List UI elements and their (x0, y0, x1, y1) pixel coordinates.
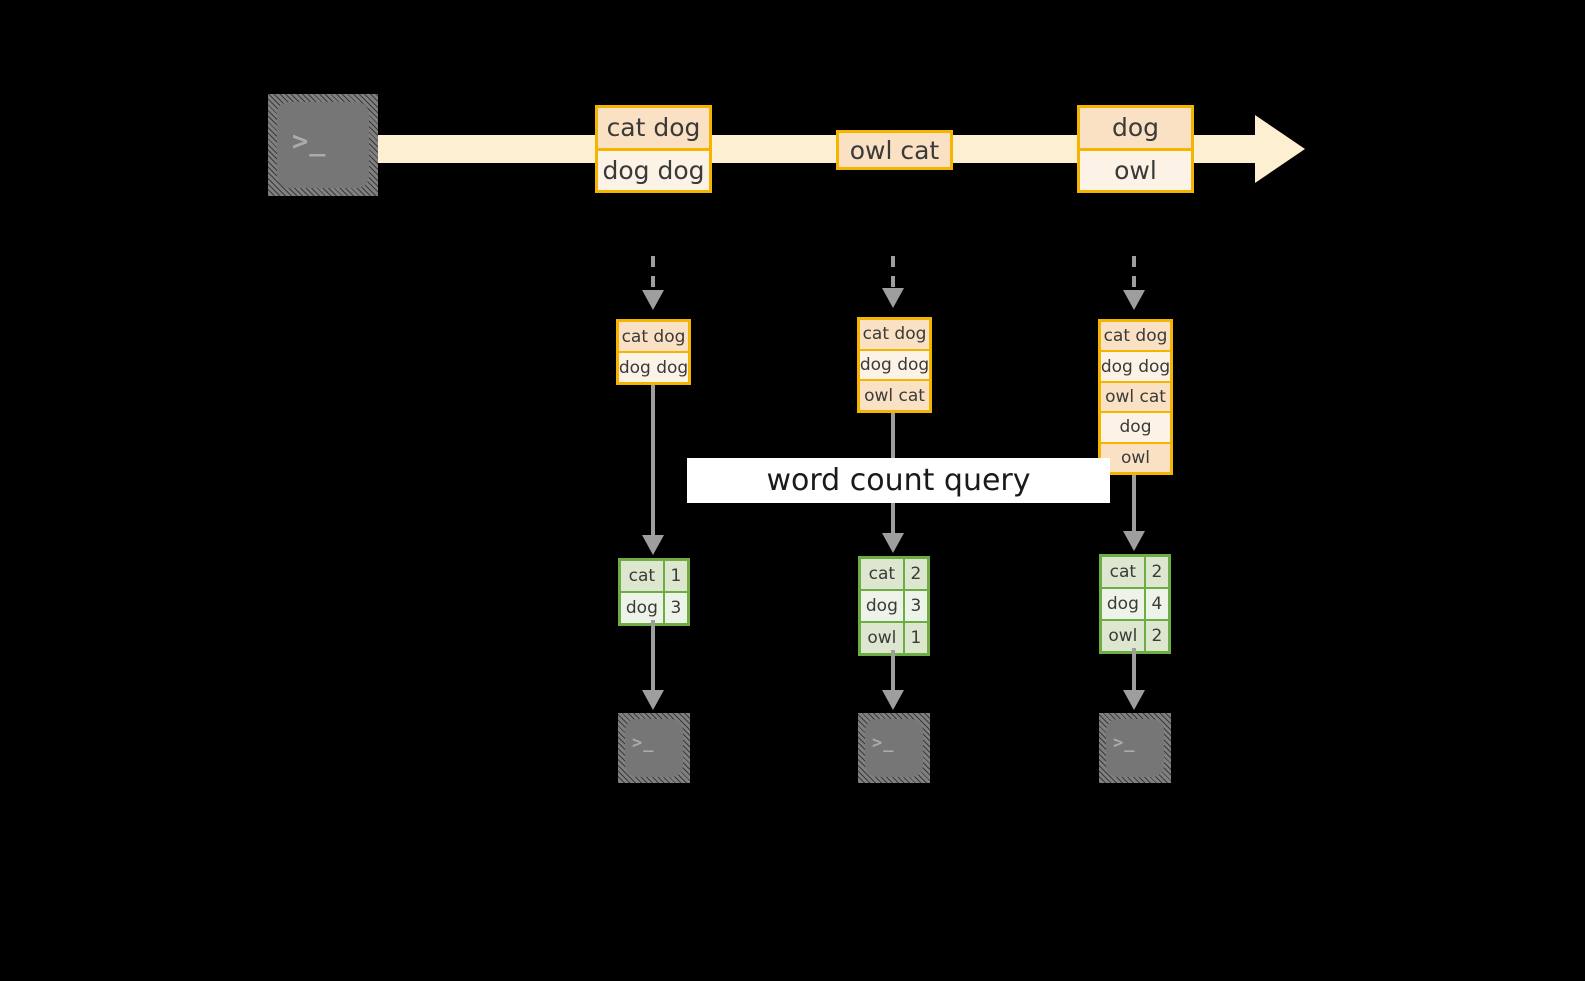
snapshot-1-tap-line (651, 256, 655, 292)
input-line: owl cat (1101, 382, 1170, 414)
table-row: owl 1 (861, 623, 927, 653)
input-line: cat dog (619, 322, 688, 353)
snapshot-2-sink-line (891, 650, 895, 693)
snapshot-3-tap-line (1132, 256, 1136, 292)
stream-record-group-1[interactable]: cat dog dog dog (595, 105, 712, 193)
input-line: owl cat (860, 381, 929, 411)
table-row: cat 1 (621, 561, 687, 593)
input-line: dog dog (1101, 352, 1170, 383)
terminal-prompt-glyph: >_ (632, 733, 655, 753)
stream-record-line: owl cat (839, 133, 950, 167)
table-row: cat 2 (1102, 557, 1168, 589)
input-line: dog (1101, 413, 1170, 444)
input-line: cat dog (860, 320, 929, 351)
result-word: dog (1102, 589, 1146, 619)
table-row: owl 2 (1102, 621, 1168, 651)
input-line: cat dog (1101, 322, 1170, 353)
snapshot-2-sink-arrowhead (882, 690, 904, 710)
terminal-prompt-glyph: >_ (292, 126, 327, 157)
snapshot-1-input-stack[interactable]: cat dog dog dog (616, 319, 691, 385)
input-line: dog dog (619, 353, 688, 382)
snapshot-3-sink-arrowhead (1123, 690, 1145, 710)
snapshot-1-query-arrowhead (642, 535, 664, 555)
result-word: cat (621, 561, 665, 591)
result-word: owl (861, 623, 905, 653)
snapshot-2-tap-line (891, 256, 895, 290)
result-count: 1 (664, 561, 687, 591)
snapshot-1-sink-line (651, 620, 655, 693)
result-count: 3 (664, 593, 687, 623)
terminal-body (277, 102, 369, 188)
result-word: owl (1102, 621, 1146, 651)
result-word: cat (1102, 557, 1146, 587)
table-row: dog 3 (861, 591, 927, 623)
snapshot-3-input-stack[interactable]: cat dog dog dog owl cat dog owl (1098, 319, 1173, 475)
table-row: dog 3 (621, 593, 687, 623)
table-row: dog 4 (1102, 589, 1168, 621)
terminal-prompt-glyph: >_ (1113, 733, 1136, 753)
terminal-prompt-glyph: >_ (872, 733, 895, 753)
snapshot-2-query-arrowhead (882, 533, 904, 553)
stream-record-line: dog (1080, 108, 1191, 151)
input-line: dog dog (860, 350, 929, 382)
snapshot-1-sink-terminal-icon[interactable]: >_ (618, 713, 690, 783)
result-count: 4 (1145, 589, 1168, 619)
stream-record-group-3[interactable]: dog owl (1077, 105, 1194, 193)
stream-record-group-2[interactable]: owl cat (836, 130, 953, 170)
result-count: 2 (1145, 557, 1168, 587)
table-row: cat 2 (861, 559, 927, 591)
result-word: dog (621, 593, 665, 623)
snapshot-3-tap-arrowhead (1123, 290, 1145, 310)
result-count: 3 (904, 591, 927, 621)
result-word: cat (861, 559, 905, 589)
result-count: 2 (1145, 621, 1168, 651)
snapshot-1-query-line (651, 385, 655, 537)
snapshot-3-sink-line (1132, 648, 1136, 693)
snapshot-3-query-arrowhead (1123, 531, 1145, 551)
result-count: 2 (904, 559, 927, 589)
stream-record-line: dog dog (598, 150, 709, 190)
snapshot-2-sink-terminal-icon[interactable]: >_ (858, 713, 930, 783)
terminal-body (865, 719, 923, 777)
stream-arrow-head (1255, 115, 1305, 183)
snapshot-2-input-stack[interactable]: cat dog dog dog owl cat (857, 317, 932, 413)
snapshot-1-tap-arrowhead (642, 290, 664, 310)
source-terminal-icon[interactable]: >_ (268, 94, 378, 196)
result-word: dog (861, 591, 905, 621)
terminal-body (625, 719, 683, 777)
query-label-text: word count query (766, 463, 1031, 498)
snapshot-3-sink-terminal-icon[interactable]: >_ (1099, 713, 1171, 783)
stream-record-line: owl (1080, 150, 1191, 190)
snapshot-1-sink-arrowhead (642, 690, 664, 710)
stream-record-line: cat dog (598, 108, 709, 151)
snapshot-2-tap-arrowhead (882, 288, 904, 308)
input-line: owl (1101, 443, 1170, 473)
snapshot-3-result-table[interactable]: cat 2 dog 4 owl 2 (1099, 554, 1171, 654)
snapshot-3-query-line (1132, 475, 1136, 533)
query-label: word count query (687, 458, 1110, 503)
snapshot-2-result-table[interactable]: cat 2 dog 3 owl 1 (858, 556, 930, 656)
terminal-body (1106, 719, 1164, 777)
snapshot-1-result-table[interactable]: cat 1 dog 3 (618, 558, 690, 626)
result-count: 1 (904, 623, 927, 653)
